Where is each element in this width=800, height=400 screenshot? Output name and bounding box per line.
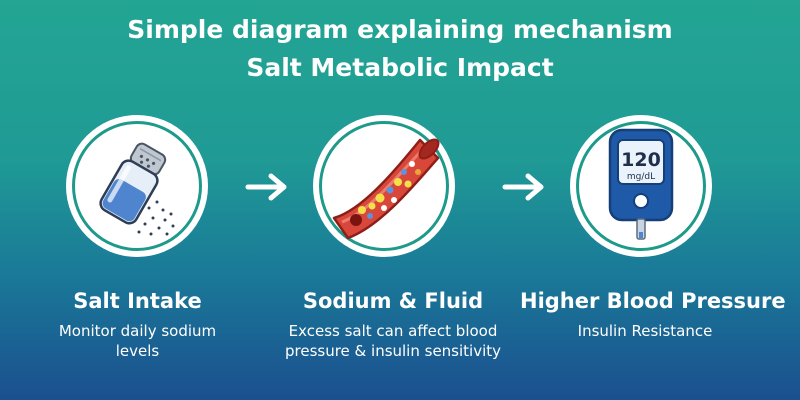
meter-reading: 120 [621,149,661,171]
step-3-circle: 120 mg/dL [570,115,712,257]
arrow-right-icon [502,173,544,201]
salt-shaker-icon [99,142,175,236]
step-2-description: Excess salt can affect blood pressure & … [285,322,502,360]
step-2-circle [313,115,455,257]
meter-unit: mg/dL [627,172,655,182]
arrow-right-icon [245,173,287,201]
step-3-description: Insulin Resistance [577,322,713,340]
title-line-1: Simple diagram explaining mechanism [127,15,673,44]
blood-vessel-icon [332,138,440,240]
step-1-circle [66,115,208,257]
step-2-title: Sodium & Fluid [302,289,484,313]
step-3-title: Higher Blood Pressure [520,289,786,313]
step-1-title: Salt Intake [73,289,202,313]
glucose-meter-icon: 120 mg/dL [608,128,674,240]
title-line-2: Salt Metabolic Impact [246,53,554,82]
step-1-description: Monitor daily sodium levels [58,322,217,360]
